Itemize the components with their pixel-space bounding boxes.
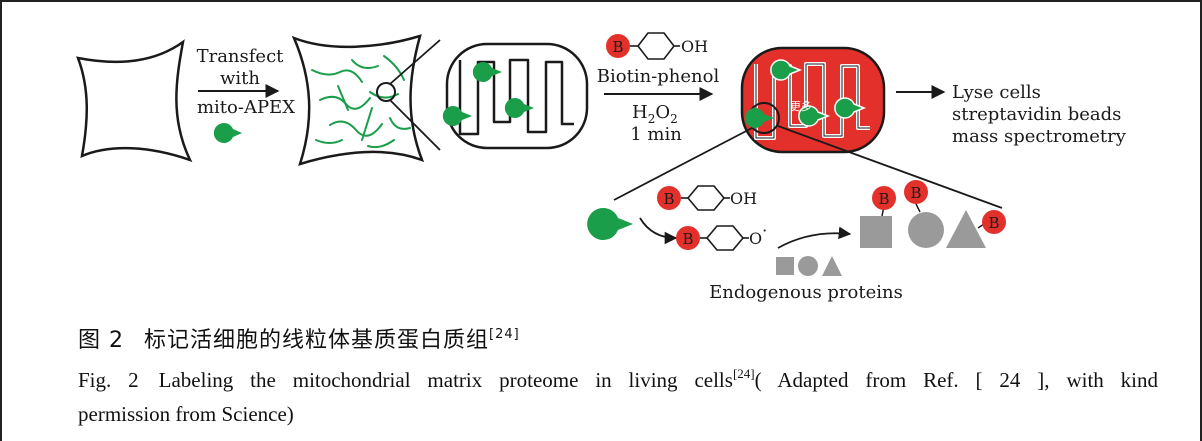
caption-en-figure-number: Fig. 2 (78, 368, 139, 392)
phenol-ring (636, 32, 676, 60)
caption-cn-title: 标记活细胞的线粒体基质蛋白质组 (144, 328, 490, 353)
one-minute-label: 1 min (630, 124, 682, 145)
mass-spec-label: mass spectrometry (952, 126, 1127, 147)
biotin-letter-triangle: B (988, 214, 999, 232)
biotin-phenol-label: Biotin-phenol (597, 66, 720, 87)
protein-square-small (776, 257, 794, 275)
streptavidin-label: streptavidin beads (952, 104, 1121, 125)
overlay-more-text: 更多 (790, 99, 812, 113)
biotin-circle-substrate (657, 186, 681, 210)
phenoxy-radical-label: O· (749, 221, 767, 248)
reaction-curve-arrow (639, 217, 678, 245)
frame-top-edge (0, 0, 1202, 2)
caption-english-line-1: Fig. 2 Labeling the mitochondrial matrix … (78, 366, 1158, 393)
caption-cn-figure-number: 图 2 (78, 328, 124, 353)
labeled-mitochondrion-cristae-outline (755, 63, 870, 139)
substrate-hydroxyl-label: OH (730, 189, 757, 208)
apex-enzyme-large (587, 208, 633, 240)
mitochondrion-cristae (458, 58, 574, 136)
protein-square-labeled (860, 216, 892, 248)
caption-english-line-2: permission from Science) (78, 402, 294, 426)
biotin-circle-circle (904, 180, 928, 204)
biotin-circle-radical (676, 226, 700, 250)
mito-apex-label: mito-APEX (197, 97, 295, 118)
h2o2-label: H2O2 (632, 102, 678, 126)
caption-en-title: Labeling the mitochondrial matrix proteo… (158, 368, 733, 392)
apex-enzymes-labeled (770, 59, 867, 127)
protein-triangle-labeled (946, 210, 986, 248)
biotin-circle-triangle (982, 210, 1006, 234)
caption-en-ref: [24] (732, 366, 755, 381)
labeling-arrow (777, 226, 852, 249)
caption-en-tail: ( Adapted from Ref. [ 24 ], with kind (754, 368, 1158, 392)
radical-phenol-ring (705, 225, 745, 251)
apex-in-zoom-circle (744, 107, 774, 128)
caption-cn-ref: [24] (489, 327, 520, 342)
circle-biotin-bond (915, 203, 921, 213)
mitochondrial-network (311, 55, 411, 149)
protein-triangle-small (822, 256, 842, 276)
transfect-label: Transfect (197, 46, 285, 67)
lower-zoom-line-right (777, 125, 1003, 209)
apex-enzymes-in-matrix (442, 62, 534, 126)
biotin-letter-radical: B (682, 230, 693, 248)
frame-left-edge (0, 0, 2, 441)
zoom-source-circle (376, 82, 396, 102)
biotin-circle-reagent (606, 34, 630, 58)
apex-enzyme-icon (213, 123, 242, 143)
protein-circle-small (798, 256, 818, 276)
cell-outline (76, 39, 193, 163)
biotin-letter-substrate: B (663, 190, 674, 208)
hydroxyl-label: OH (681, 37, 708, 56)
mitochondrion-outer-membrane (445, 42, 589, 150)
protein-circle-labeled (908, 212, 944, 248)
zoom-line-bottom (389, 99, 441, 151)
caption-chinese: 图 2 标记活细胞的线粒体基质蛋白质组[24] (78, 322, 520, 354)
biotin-letter-circle: B (910, 184, 921, 202)
biotin-letter-square: B (878, 190, 889, 208)
zoom-line-top (389, 39, 441, 85)
labeling-workflow-diagram: Transfect with mito-APEX B OH Biotin-phe… (76, 32, 1127, 303)
lower-zoom-line-left (613, 127, 753, 201)
transfected-cell-outline (291, 34, 425, 166)
endogenous-proteins-label: Endogenous proteins (709, 282, 903, 303)
frame-right-edge (1200, 0, 1202, 441)
substrate-phenol-ring (686, 185, 726, 211)
lyse-cells-label: Lyse cells (952, 82, 1041, 103)
biotin-circle-square (872, 186, 896, 210)
with-label: with (220, 68, 260, 89)
biotin-letter: B (612, 38, 623, 56)
